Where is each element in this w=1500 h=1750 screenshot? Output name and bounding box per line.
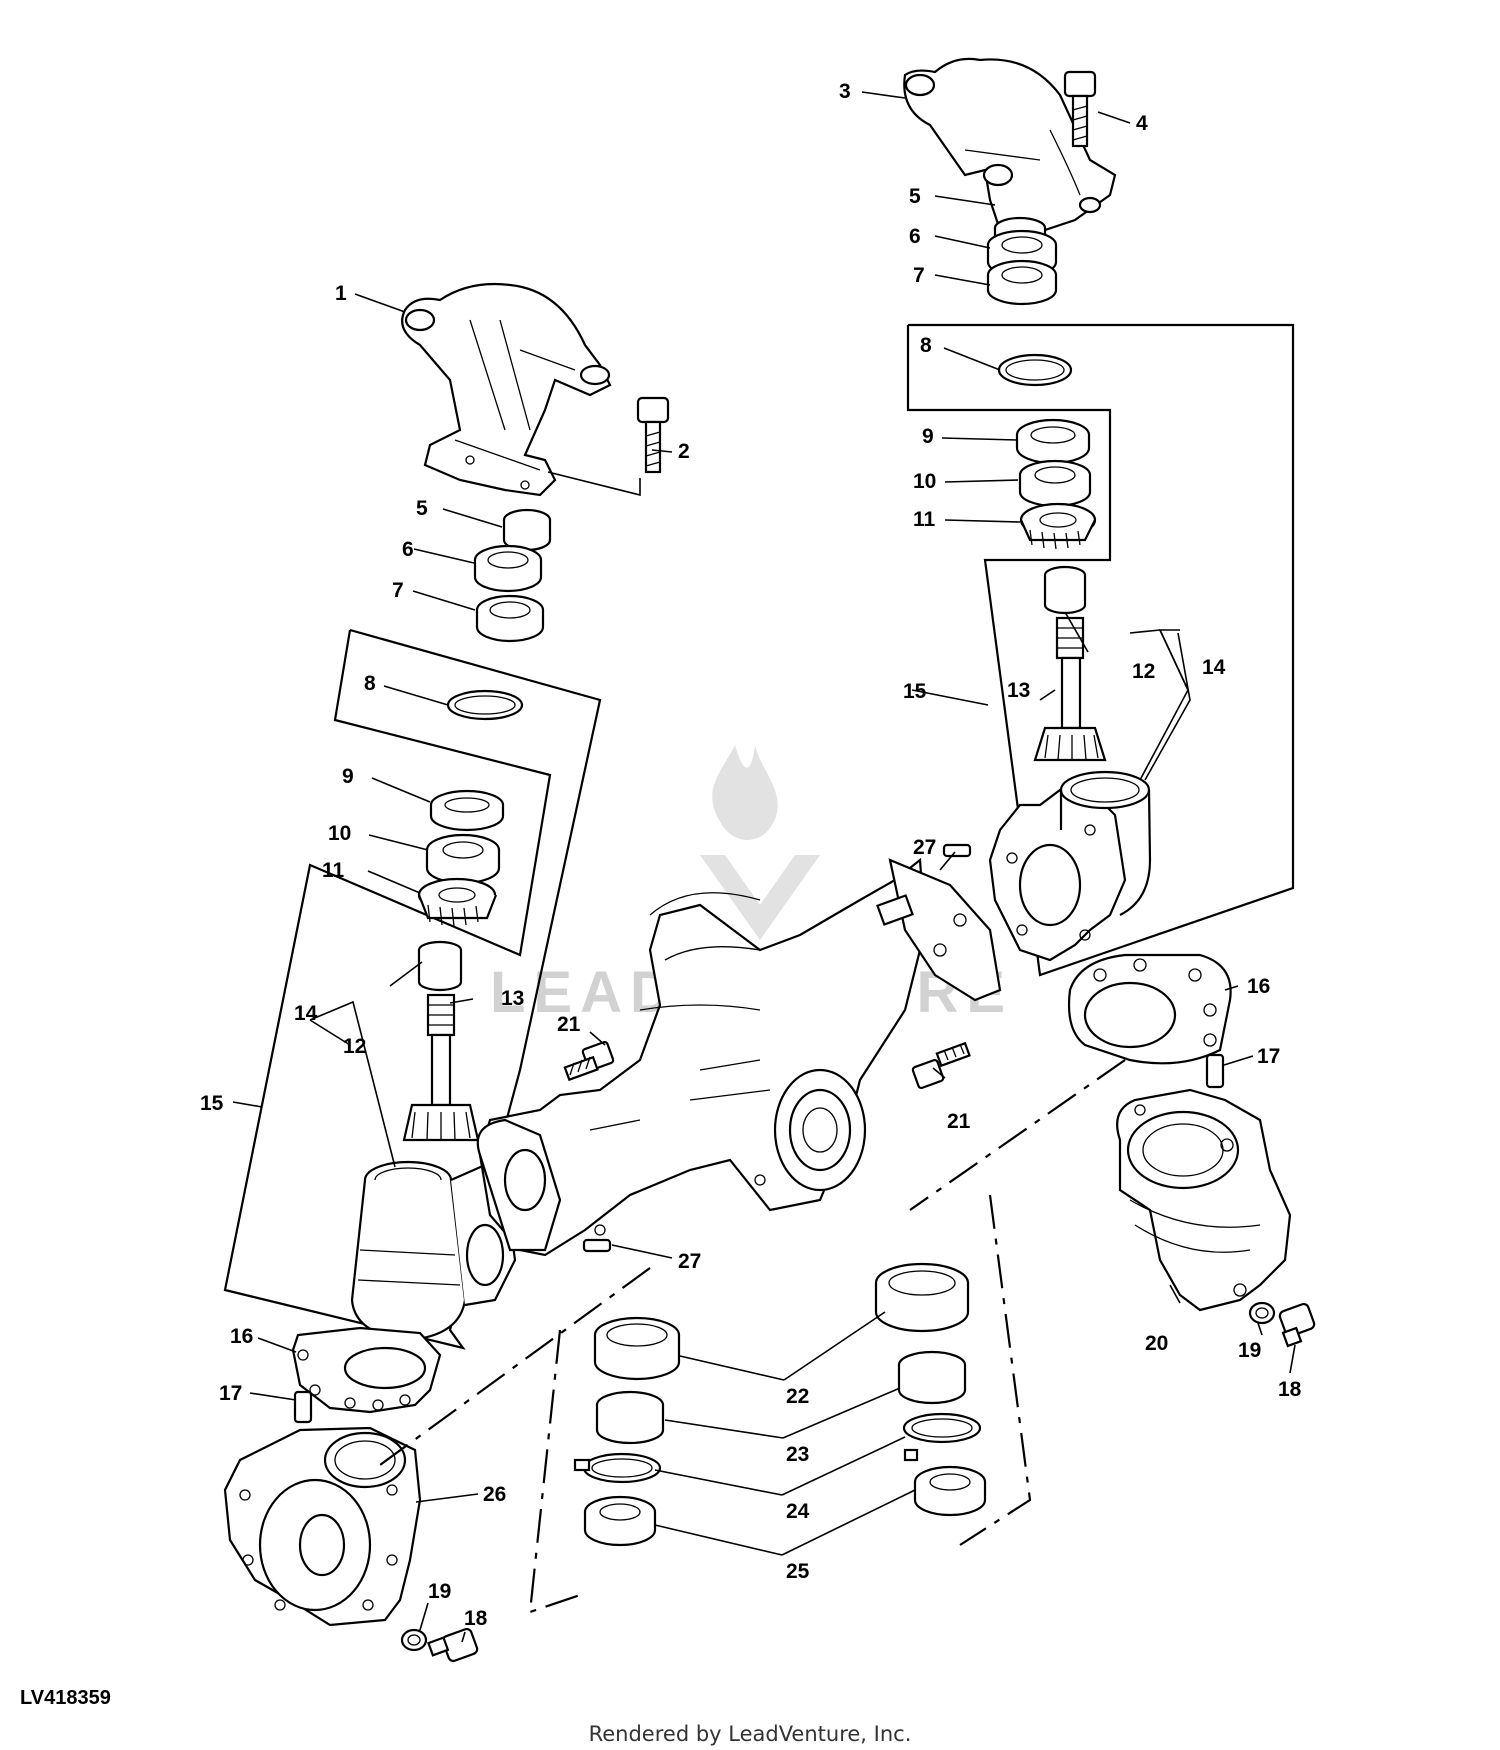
callout-2: 2 <box>678 440 690 463</box>
part-3-knuckle-arm-right <box>903 57 1117 237</box>
callout-1: 1 <box>335 282 347 305</box>
part-26-final-drive-case-left <box>223 1426 422 1627</box>
part-14-housing-right <box>988 770 1152 962</box>
part-19-washer-left <box>400 1628 428 1652</box>
callout-27-top: 27 <box>913 836 936 859</box>
part-22-seal-right <box>874 1262 970 1333</box>
part-17-pin-left <box>293 1390 313 1424</box>
callout-16-right: 16 <box>1247 975 1270 998</box>
callout-20: 20 <box>1145 1332 1168 1355</box>
callout-10-right: 10 <box>913 470 936 493</box>
part-10-bearing-right <box>1018 459 1092 508</box>
part-17-pin-right <box>1205 1053 1225 1089</box>
callout-17-left: 17 <box>219 1382 242 1405</box>
callout-13-right: 13 <box>1007 679 1030 702</box>
part-1-knuckle-arm-left <box>401 282 612 497</box>
part-12-bushing-right <box>1043 565 1087 615</box>
callout-14-left: 14 <box>294 1002 318 1025</box>
callout-11-left: 11 <box>322 859 345 882</box>
callout-26: 26 <box>483 1483 506 1506</box>
part-16-gasket-right <box>1067 953 1232 1065</box>
diagram-id: LV418359 <box>20 1687 111 1709</box>
leader-lines <box>232 91 1296 1643</box>
callout-17-right: 17 <box>1257 1045 1280 1068</box>
callout-9-right: 9 <box>922 425 934 448</box>
callout-15-right: 15 <box>903 680 927 703</box>
callout-9-left: 9 <box>342 765 354 788</box>
part-8-snap-ring-right <box>997 353 1073 387</box>
callout-11-right: 11 <box>913 508 936 531</box>
part-9-seal-right <box>1015 418 1091 465</box>
callout-18-right: 18 <box>1278 1378 1302 1401</box>
part-5-bushing-left <box>502 508 552 552</box>
part-6-bearing-left <box>473 544 543 593</box>
callout-18-left: 18 <box>464 1607 488 1630</box>
part-25-bearing-right-lower <box>913 1465 987 1517</box>
callout-8-left: 8 <box>364 672 376 695</box>
callout-4: 4 <box>1136 112 1148 135</box>
part-9-seal-left <box>429 789 505 832</box>
callout-5-left: 5 <box>416 497 428 520</box>
part-4-bolt-right-top <box>1063 70 1097 148</box>
part-25-bearing-left-lower <box>583 1495 657 1547</box>
assembly-line-right <box>909 1059 1126 1546</box>
bolt-2-leader-path <box>547 471 641 497</box>
part-27-pin-left <box>582 1238 612 1253</box>
callout-12-right: 12 <box>1132 660 1155 683</box>
callout-12-left: 12 <box>343 1035 366 1058</box>
callout-21-left: 21 <box>557 1013 581 1036</box>
callout-16-left: 16 <box>230 1325 253 1348</box>
callout-labels: 1 2 3 4 5 5 6 6 7 7 8 8 9 9 10 10 11 11 … <box>200 80 1302 1630</box>
callout-21-right: 21 <box>947 1110 971 1133</box>
callout-23: 23 <box>786 1443 809 1466</box>
part-14-housing-left <box>350 1160 517 1342</box>
part-21-bolt-right <box>911 1041 971 1090</box>
part-8-snap-ring-left <box>446 689 524 721</box>
part-24-snap-ring-left-lower <box>573 1452 662 1484</box>
part-24-snap-ring-right-lower <box>902 1412 982 1462</box>
part-16-gasket-left <box>291 1326 442 1414</box>
part-10-bearing-left <box>425 833 501 885</box>
part-19-washer-right <box>1248 1301 1276 1325</box>
part-18-plug-right <box>1278 1302 1316 1348</box>
right-kit-frame <box>906 323 1295 977</box>
callout-19-left: 19 <box>428 1580 451 1603</box>
assembly-line-left <box>379 1267 651 1614</box>
part-23-bushing-right-lower <box>897 1350 967 1405</box>
callout-10-left: 10 <box>328 822 351 845</box>
part-2-bolt-left <box>636 396 670 474</box>
part-13-pinion-shaft-left <box>402 993 480 1142</box>
render-credit: Rendered by LeadVenture, Inc. <box>588 1722 912 1746</box>
callout-22: 22 <box>786 1385 809 1408</box>
callout-25: 25 <box>786 1560 810 1583</box>
part-20-final-drive-case-right <box>1116 1088 1292 1312</box>
callout-3: 3 <box>839 80 851 103</box>
part-18-plug-left <box>427 1627 479 1663</box>
callout-8-right: 8 <box>920 334 932 357</box>
part-7-bearing-left <box>475 594 545 643</box>
callout-19-right: 19 <box>1238 1339 1261 1362</box>
callout-6-right: 6 <box>909 225 921 248</box>
part-23-bushing-left-lower <box>595 1390 665 1445</box>
callout-14-right: 14 <box>1202 656 1226 679</box>
callout-27-bottom: 27 <box>678 1250 701 1273</box>
callout-6-left: 6 <box>402 538 414 561</box>
callout-13-left: 13 <box>501 987 524 1010</box>
callout-15-left: 15 <box>200 1092 224 1115</box>
part-12-bushing-left <box>417 940 463 992</box>
part-22-seal-left <box>593 1316 681 1381</box>
callout-7-right: 7 <box>913 264 925 287</box>
front-axle-housing <box>476 857 1002 1257</box>
callout-24: 24 <box>786 1500 810 1523</box>
callout-5-right: 5 <box>909 185 921 208</box>
callout-7-left: 7 <box>392 579 404 602</box>
part-21-bolt-left <box>563 1040 615 1082</box>
part-11-bevel-gear-right <box>1019 502 1097 550</box>
part-13-pinion-shaft-right <box>1033 616 1107 762</box>
left-kit-frame <box>223 628 602 1350</box>
part-27-pin-right-top <box>942 843 972 858</box>
part-11-bevel-gear-left <box>417 877 498 927</box>
part-7-bearing-right-top <box>986 259 1058 306</box>
